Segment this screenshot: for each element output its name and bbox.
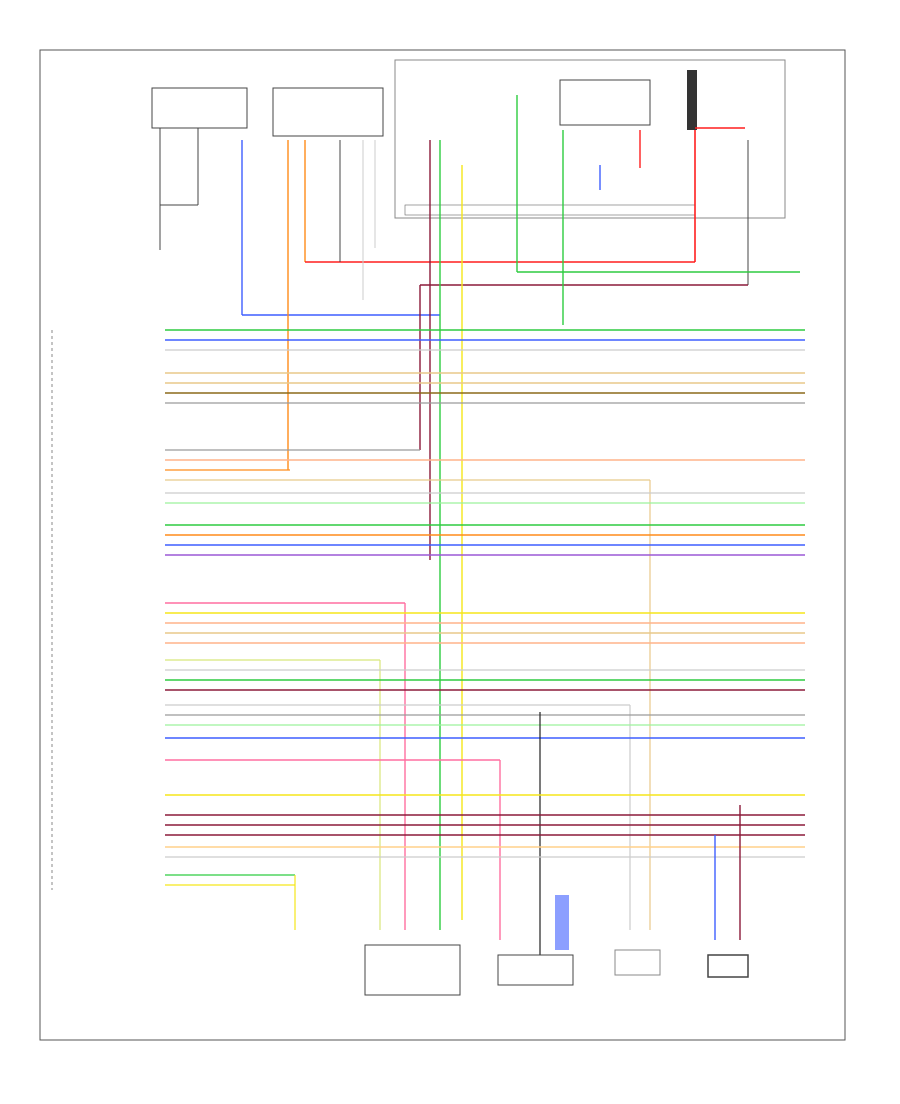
connector-strip — [404, 204, 696, 216]
diagram-frame — [39, 49, 846, 1041]
switch-box — [272, 87, 384, 137]
fuse-block-icon — [687, 70, 697, 130]
inner-relay-box — [559, 79, 651, 126]
relay-box — [151, 87, 248, 129]
bottom-component-4 — [707, 954, 749, 978]
bottom-component-3 — [614, 949, 661, 976]
wire-blue — [555, 895, 569, 950]
bottom-component-2 — [497, 954, 574, 986]
module-box — [394, 59, 786, 219]
bottom-component-1 — [364, 944, 461, 996]
